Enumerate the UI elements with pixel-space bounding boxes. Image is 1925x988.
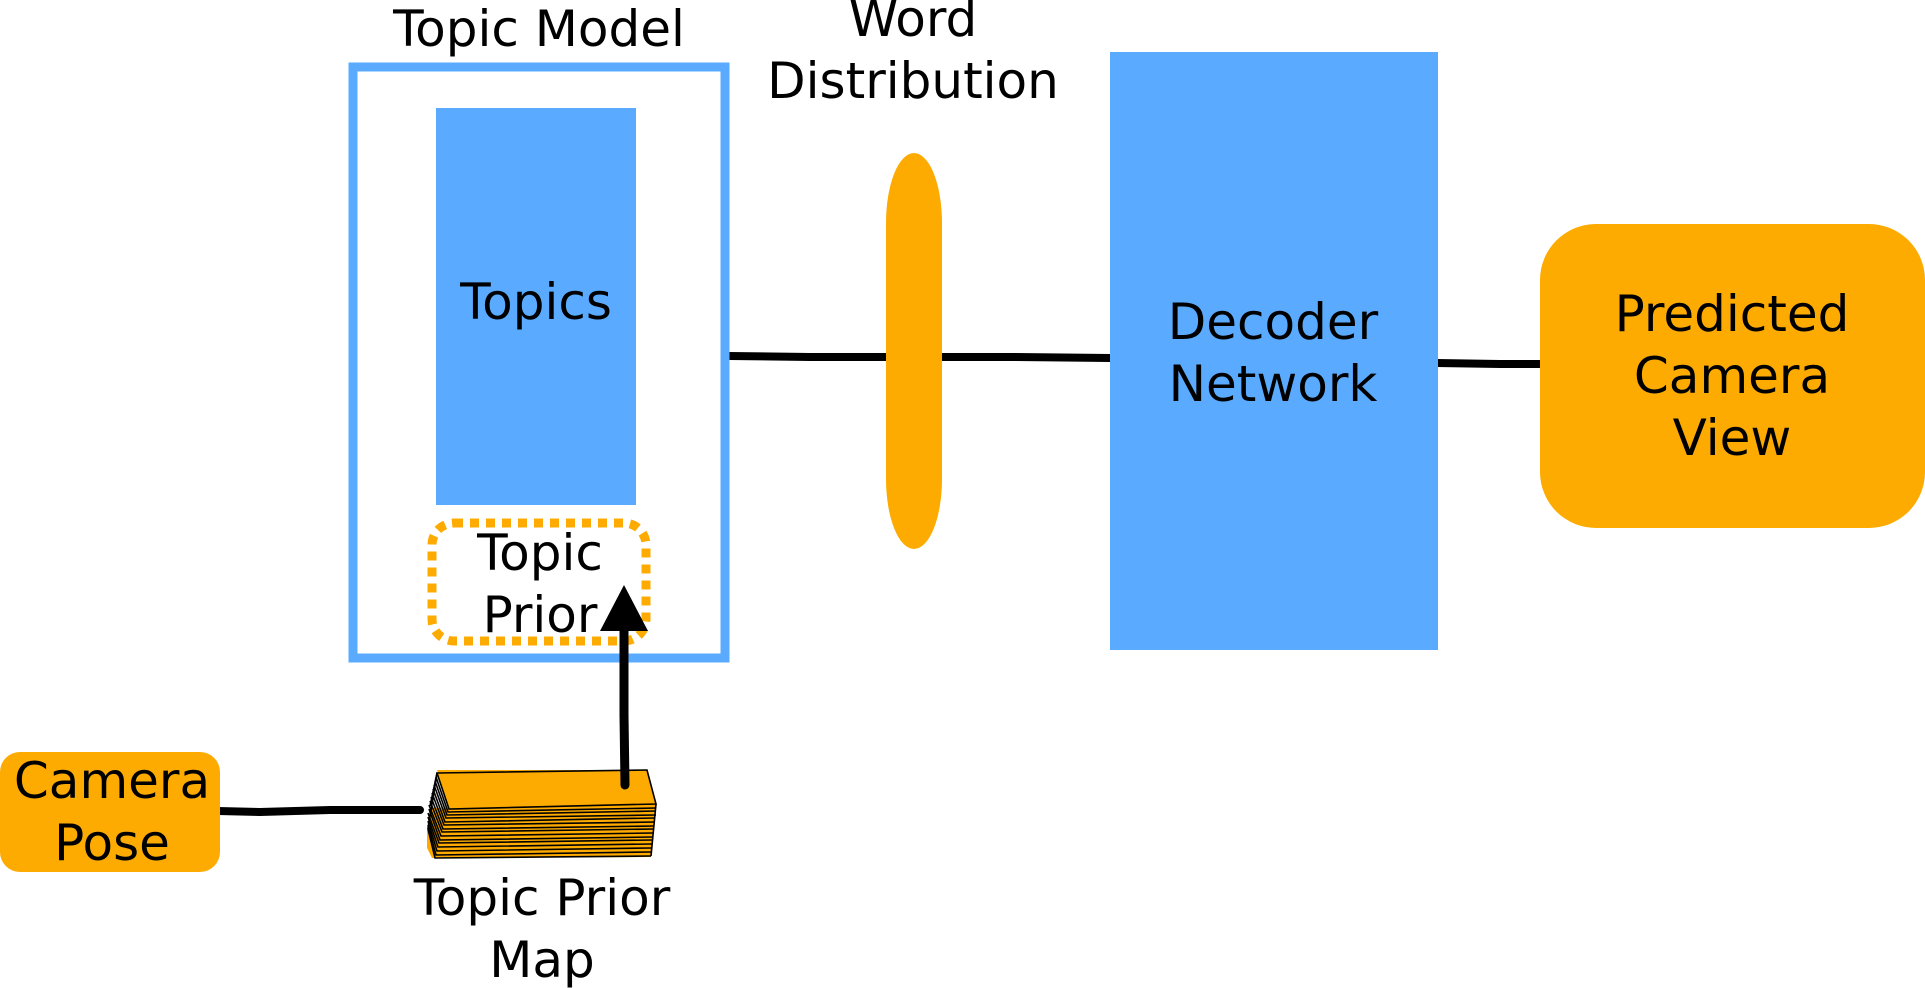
word-distribution-vector: [886, 153, 942, 549]
word-distribution-label-line1: Word: [849, 0, 978, 48]
topic-prior-map-label-line1: Topic Prior: [413, 869, 671, 927]
topic-prior-map-label-line2: Map: [489, 931, 595, 988]
topics-block: [436, 108, 636, 505]
decoder-label-line2: Network: [1169, 355, 1378, 413]
connector-camera-pose-to-prior-map: [214, 806, 424, 817]
decoder-network-block: [1110, 52, 1438, 650]
topic-model-box: [348, 62, 730, 663]
camera-pose-block: [0, 752, 220, 872]
topic-model-title: Topic Model: [392, 0, 685, 58]
predicted-label-line2: Camera: [1634, 347, 1830, 405]
connector-decoder-to-predicted-view: [1433, 359, 1544, 368]
word-distribution-label-line2: Distribution: [767, 52, 1059, 110]
topic-prior-map-stack: [427, 769, 658, 859]
camera-pose-label-line1: Camera: [14, 752, 210, 810]
predicted-label-line1: Predicted: [1615, 285, 1850, 343]
topic-prior-box: [427, 518, 651, 646]
predicted-label-line3: View: [1673, 409, 1792, 467]
camera-pose-label-line2: Pose: [54, 814, 170, 872]
predicted-camera-view-block: [1540, 224, 1925, 528]
topic-prior-label-line1: Topic: [476, 524, 603, 582]
arrow-prior-map-to-topic-prior: [619, 623, 630, 790]
topics-label: Topics: [459, 273, 612, 331]
topic-prior-label-line2: Prior: [483, 586, 598, 644]
arrow-head: [600, 585, 648, 631]
decoder-label-line1: Decoder: [1168, 293, 1379, 351]
